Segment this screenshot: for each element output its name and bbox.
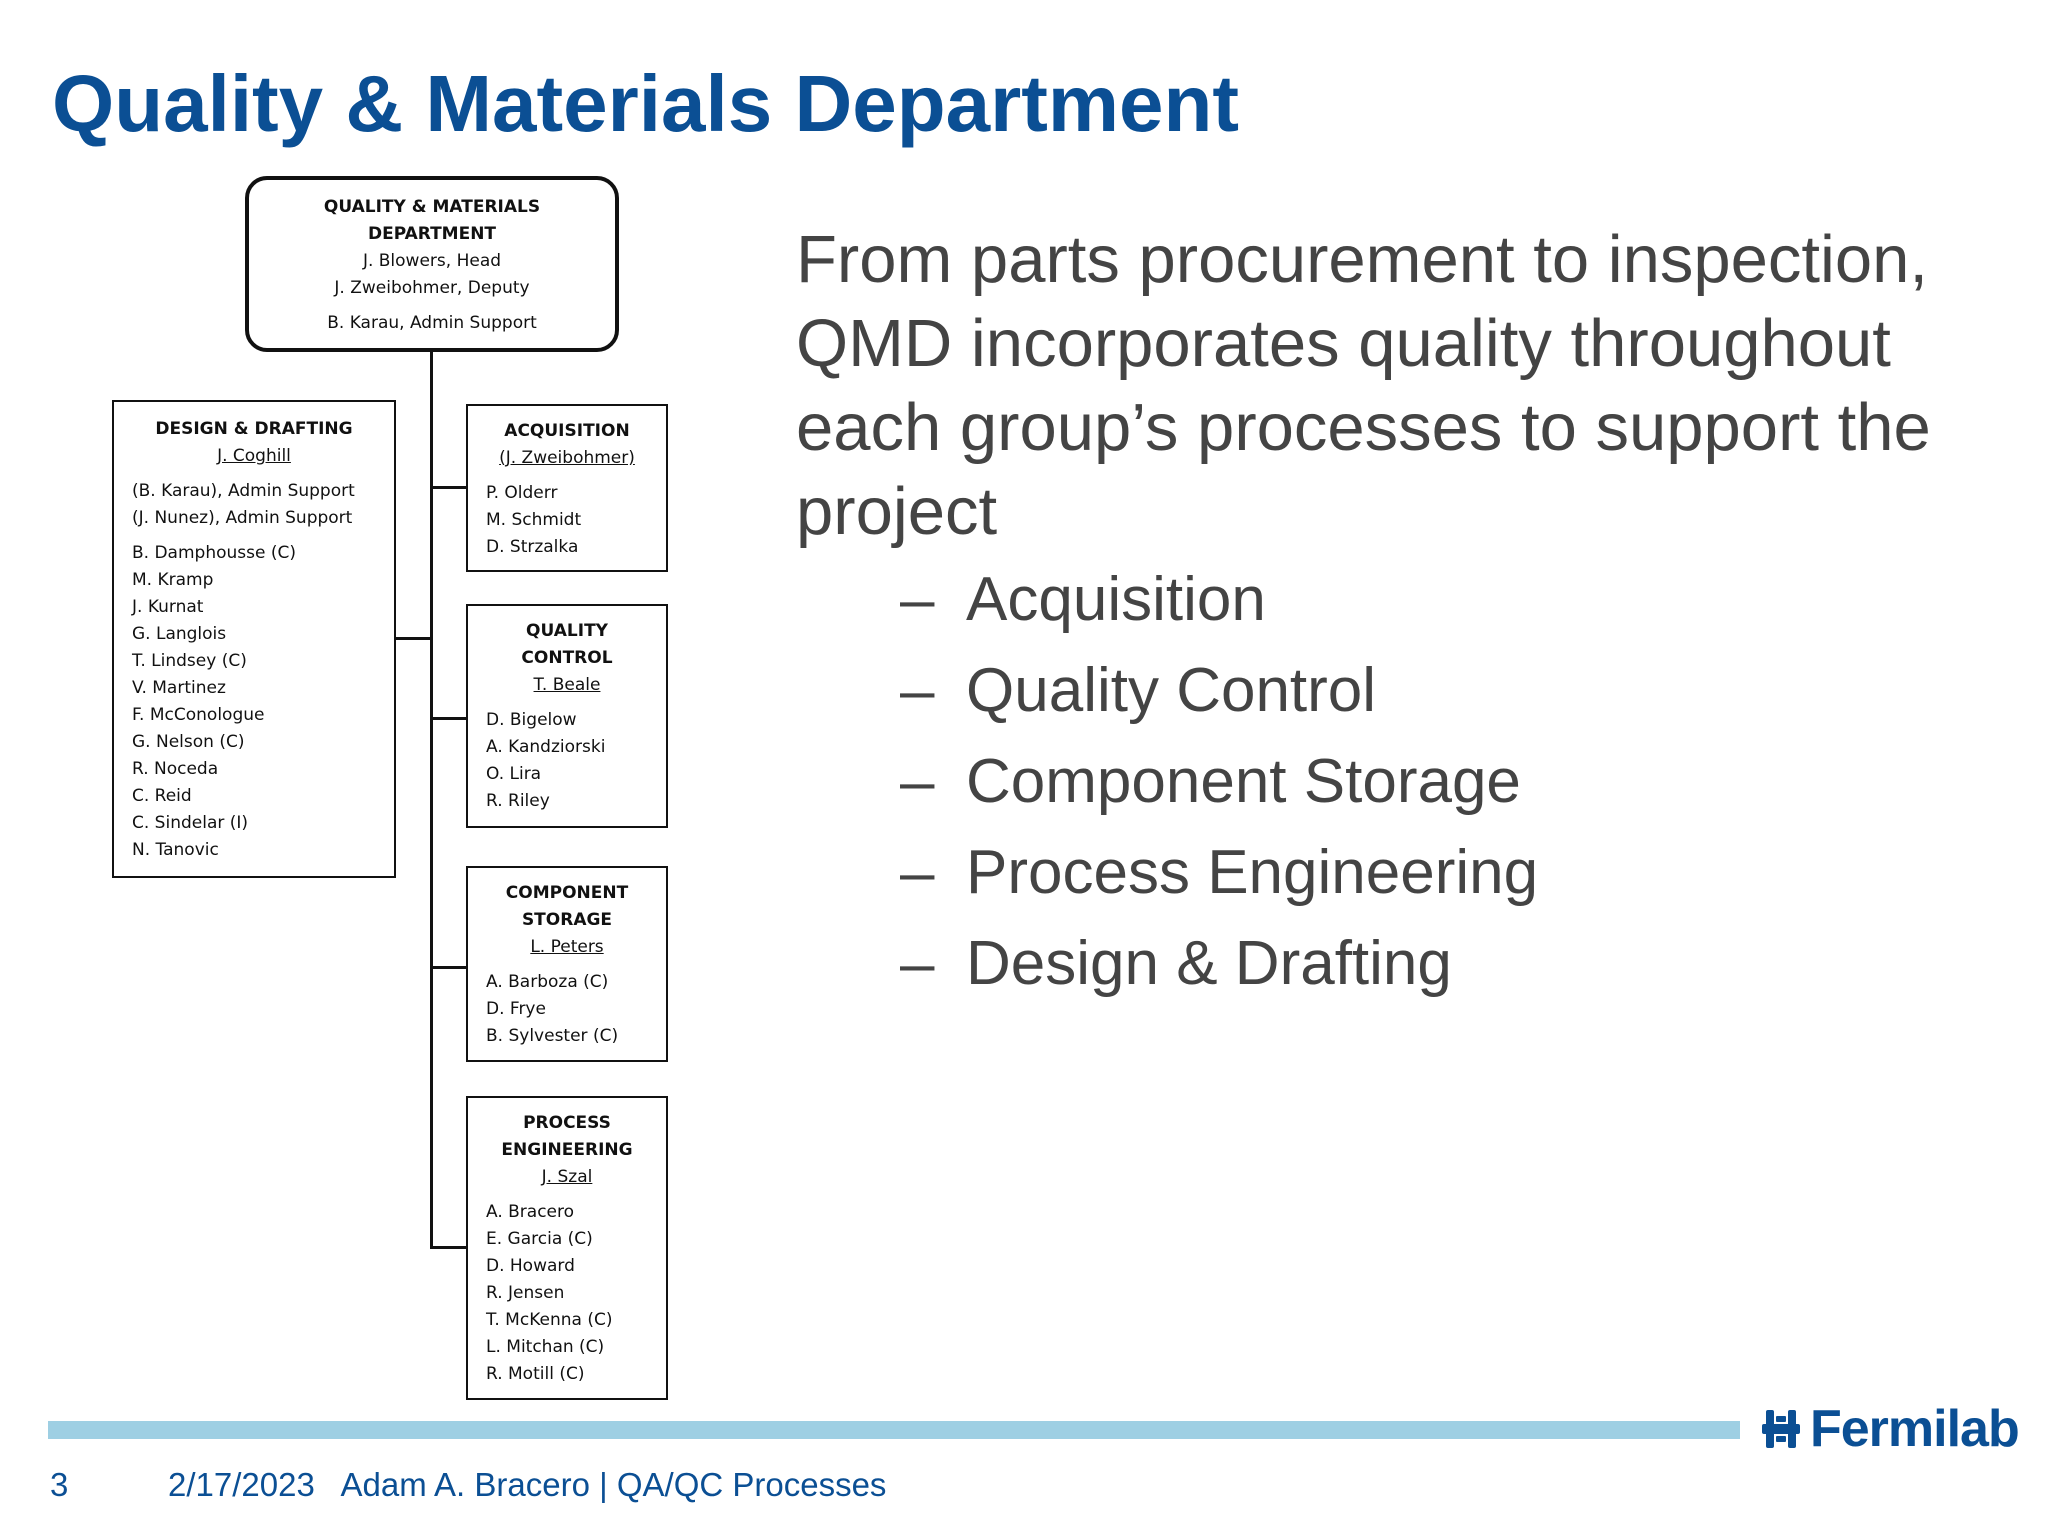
group-member: D. Howard: [486, 1256, 575, 1276]
org-box-component-storage: COMPONENT STORAGE L. Peters A. Barboza (…: [466, 866, 668, 1062]
group-support: (B. Karau), Admin Support: [132, 481, 355, 501]
group-name-line2: CONTROL: [521, 648, 613, 668]
group-name: QUALITY: [526, 621, 608, 641]
group-member: T. McKenna (C): [486, 1310, 613, 1330]
org-connector-quality-control: [430, 717, 466, 720]
group-member: M. Schmidt: [486, 510, 582, 530]
group-name: DESIGN & DRAFTING: [155, 419, 353, 439]
group-member: B. Sylvester (C): [486, 1026, 619, 1046]
org-box-acquisition: ACQUISITION (J. Zweibohmer) P. Olderr M.…: [466, 404, 668, 572]
group-member: C. Sindelar (I): [132, 813, 249, 833]
department-deputy: J. Zweibohmer, Deputy: [334, 278, 530, 298]
group-member: A. Barboza (C): [486, 972, 609, 992]
group-member: M. Kramp: [132, 570, 214, 590]
bullet-text: Component Storage: [966, 747, 1521, 816]
group-member: V. Martinez: [132, 678, 226, 698]
group-name: ACQUISITION: [504, 421, 630, 441]
group-member: P. Olderr: [486, 483, 558, 503]
group-member: D. Bigelow: [486, 710, 577, 730]
group-name: COMPONENT: [505, 883, 629, 903]
org-connector-component-storage: [430, 966, 466, 969]
group-member: B. Damphousse (C): [132, 543, 296, 563]
group-member: R. Noceda: [132, 759, 219, 779]
group-member: L. Mitchan (C): [486, 1337, 605, 1357]
footer-bar: [48, 1421, 1740, 1439]
group-member: F. McConologue: [132, 705, 265, 725]
org-box-design-drafting: DESIGN & DRAFTING J. Coghill (B. Karau),…: [112, 400, 396, 878]
group-lead: J. Coghill: [217, 446, 291, 466]
group-member: E. Garcia (C): [486, 1229, 593, 1249]
group-member: R. Motill (C): [486, 1364, 585, 1384]
group-member: T. Lindsey (C): [132, 651, 247, 671]
bullet-text: Acquisition: [966, 565, 1266, 634]
intro-text: From parts procurement to inspection, QM…: [796, 222, 1931, 549]
org-connector-trunk: [430, 352, 433, 1248]
org-box-quality-control: QUALITY CONTROL T. Beale D. Bigelow A. K…: [466, 604, 668, 828]
org-connector-process-engineering: [430, 1246, 466, 1249]
group-name: PROCESS: [523, 1113, 611, 1133]
group-member: G. Nelson (C): [132, 732, 245, 752]
page-number: 3: [50, 1466, 69, 1503]
footer-text: 2/17/2023 Adam A. Bracero | QA/QC Proces…: [168, 1466, 887, 1503]
group-lead: L. Peters: [530, 937, 604, 957]
group-member: A. Kandziorski: [486, 737, 606, 757]
department-name-line2: DEPARTMENT: [367, 224, 497, 244]
group-member: J. Kurnat: [132, 597, 204, 617]
group-member: N. Tanovic: [132, 840, 219, 860]
fermilab-logo: Fermilab: [1758, 1400, 2020, 1458]
bullet-text: Process Engineering: [966, 838, 1539, 907]
group-member: D. Frye: [486, 999, 546, 1019]
group-lead: J. Szal: [541, 1167, 593, 1187]
department-admin: B. Karau, Admin Support: [327, 313, 537, 333]
fermilab-logo-text: Fermilab: [1810, 1400, 2020, 1458]
bullet-text: Design & Drafting: [966, 929, 1452, 998]
group-member: O. Lira: [486, 764, 542, 784]
group-name-line2: ENGINEERING: [501, 1140, 633, 1160]
slide-title: Quality & Materials Department: [52, 59, 1239, 148]
group-member: D. Strzalka: [486, 537, 579, 557]
bullet-text: Quality Control: [966, 656, 1377, 725]
group-lead: (J. Zweibohmer): [499, 448, 635, 468]
group-member: R. Riley: [486, 791, 550, 811]
org-connector-design-drafting: [396, 637, 432, 640]
group-support: (J. Nunez), Admin Support: [132, 508, 353, 528]
group-member: A. Bracero: [486, 1202, 575, 1222]
group-member: R. Jensen: [486, 1283, 565, 1303]
org-box-department: QUALITY & MATERIALS DEPARTMENT J. Blower…: [245, 176, 619, 352]
fermilab-logo-icon: [1762, 1410, 1800, 1448]
org-connector-acquisition: [430, 486, 466, 489]
group-member: C. Reid: [132, 786, 192, 806]
department-head: J. Blowers, Head: [362, 251, 502, 271]
group-name-line2: STORAGE: [521, 910, 613, 930]
group-member: G. Langlois: [132, 624, 227, 644]
org-box-process-engineering: PROCESS ENGINEERING J. Szal A. Bracero E…: [466, 1096, 668, 1400]
group-lead: T. Beale: [533, 675, 601, 695]
department-name: QUALITY & MATERIALS: [323, 197, 541, 217]
